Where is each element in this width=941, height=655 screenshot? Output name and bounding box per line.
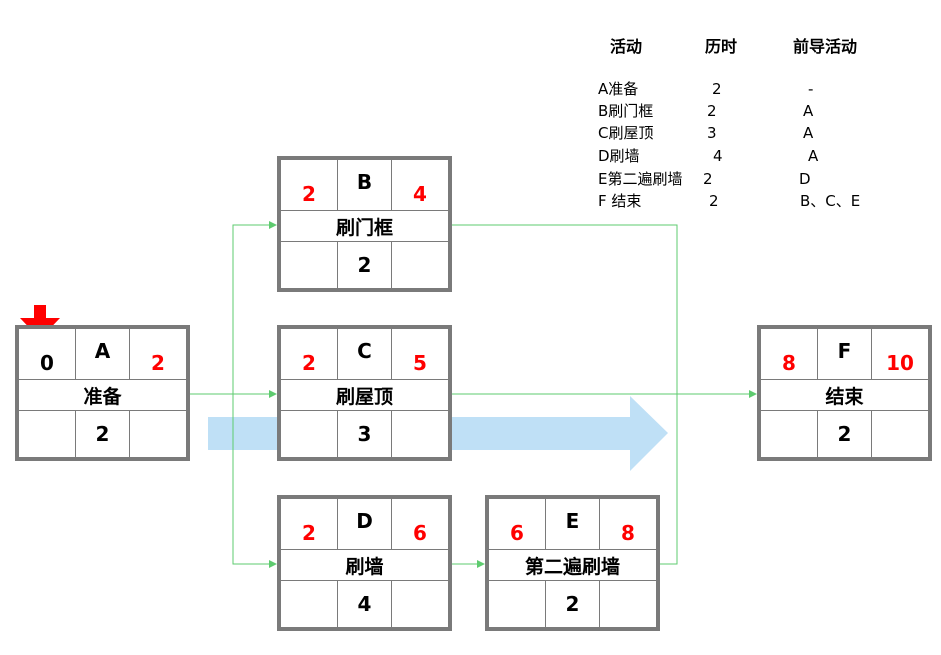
start-marker-arrow: [20, 305, 60, 339]
legend-header-predecessor: 前导活动: [793, 37, 858, 56]
legend-activity: B刷门框: [598, 102, 654, 120]
late-start-cell: [281, 411, 337, 457]
activity-node-c: 2 C 5 刷屋顶 3: [277, 325, 452, 461]
late-finish-cell: [872, 411, 928, 457]
early-finish: 5: [413, 351, 427, 375]
legend-activity: D刷墙: [598, 147, 640, 165]
early-finish: 10: [886, 351, 914, 375]
activity-id: C: [336, 329, 393, 379]
activity-duration: 2: [816, 411, 873, 457]
legend-activity: E第二遍刷墙: [598, 170, 683, 188]
activity-id: F: [816, 329, 873, 379]
legend-predecessor: A: [803, 102, 814, 120]
legend-duration: 2: [703, 170, 713, 188]
activity-name: 刷墙: [345, 555, 384, 578]
activity-duration: 4: [336, 581, 393, 627]
activity-name: 结束: [825, 385, 864, 408]
edge-e-to-f: [659, 394, 678, 565]
legend-duration: 3: [707, 124, 717, 142]
legend-predecessor: A: [803, 124, 814, 142]
activity-id: E: [544, 499, 601, 549]
activity-node-d: 2 D 6 刷墙 4: [277, 495, 452, 631]
late-finish-cell: [392, 242, 448, 288]
early-start: 2: [302, 351, 316, 375]
legend-duration: 2: [712, 80, 722, 98]
activity-id: A: [74, 329, 131, 379]
late-finish-cell: [130, 411, 186, 457]
early-finish: 6: [413, 521, 427, 545]
early-start: 2: [302, 182, 316, 206]
legend-duration: 4: [713, 147, 723, 165]
activity-name: 刷门框: [335, 216, 393, 239]
early-start: 2: [302, 521, 316, 545]
legend-activity: F 结束: [598, 192, 642, 210]
activity-node-b: 2 B 4 刷门框 2: [277, 156, 452, 292]
edge-b-to-f: [451, 224, 678, 394]
late-start-cell: [281, 581, 337, 627]
activity-duration: 2: [74, 411, 131, 457]
legend-predecessor: -: [808, 80, 814, 98]
legend-predecessor: A: [808, 147, 819, 165]
activity-duration: 3: [336, 411, 393, 457]
activity-node-a: 0 A 2 准备 2: [15, 325, 190, 461]
legend-predecessor: D: [799, 170, 811, 188]
activity-duration: 2: [336, 242, 393, 288]
early-start: 0: [40, 351, 54, 375]
activity-name: 刷屋顶: [335, 385, 393, 408]
edge-a-to-d: [232, 394, 277, 568]
legend-duration: 2: [707, 102, 717, 120]
legend-duration: 2: [709, 192, 719, 210]
late-start-cell: [19, 411, 75, 457]
early-finish: 4: [413, 182, 427, 206]
early-start: 6: [510, 521, 524, 545]
legend-activity: A准备: [598, 80, 639, 98]
legend-predecessor: B、C、E: [800, 192, 861, 210]
legend-activity: C刷屋顶: [598, 124, 654, 142]
activity-id: D: [336, 499, 393, 549]
activity-id: B: [336, 160, 393, 210]
activity-node-e: 6 E 8 第二遍刷墙 2: [485, 495, 660, 631]
early-start: 8: [782, 351, 796, 375]
late-finish-cell: [392, 581, 448, 627]
edge-a-to-b: [188, 221, 277, 395]
late-start-cell: [761, 411, 817, 457]
early-finish: 8: [621, 521, 635, 545]
late-finish-cell: [600, 581, 656, 627]
activity-name: 准备: [83, 385, 122, 408]
activity-node-f: 8 F 10 结束 2: [757, 325, 932, 461]
activity-duration: 2: [544, 581, 601, 627]
legend-header-duration: 历时: [705, 37, 738, 56]
late-start-cell: [281, 242, 337, 288]
legend-header-activity: 活动: [610, 37, 643, 56]
early-finish: 2: [151, 351, 165, 375]
late-finish-cell: [392, 411, 448, 457]
late-start-cell: [489, 581, 545, 627]
activity-name: 第二遍刷墙: [524, 555, 620, 578]
